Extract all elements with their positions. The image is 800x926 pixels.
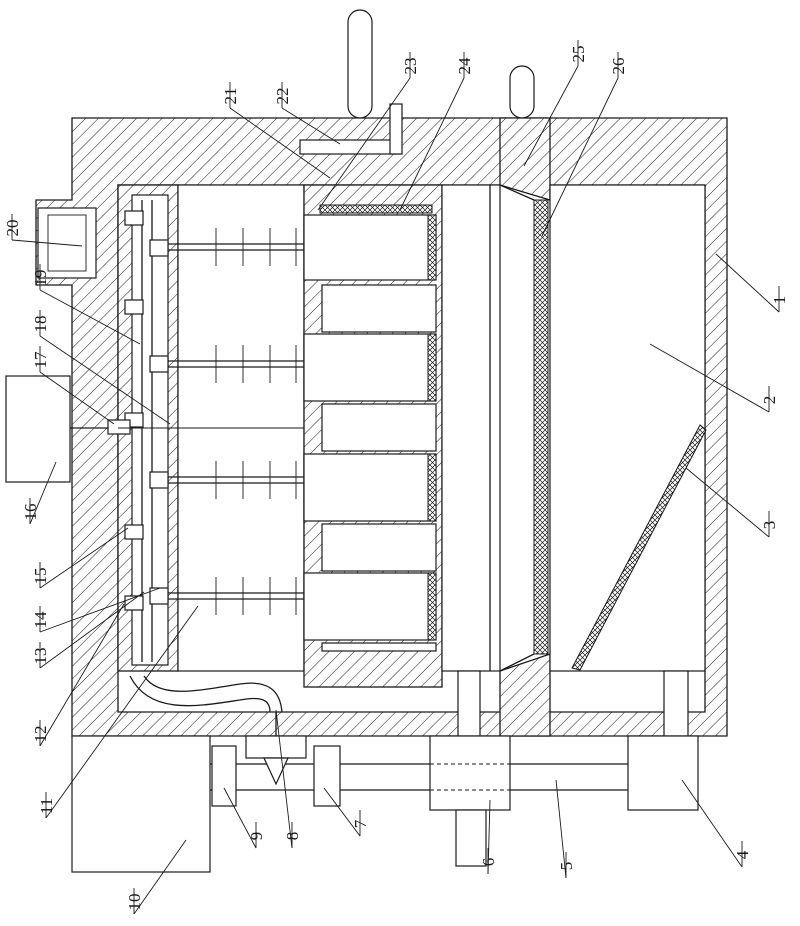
label-24: 24 (455, 57, 474, 75)
label-19: 19 (31, 270, 50, 287)
label-14: 14 (31, 611, 50, 629)
label-8: 8 (283, 832, 302, 841)
label-12: 12 (31, 726, 50, 743)
label-15: 15 (31, 568, 50, 585)
callout-5: 5 (556, 780, 576, 878)
label-21: 21 (221, 88, 240, 105)
label-22: 22 (273, 88, 292, 105)
label-6: 6 (479, 858, 498, 867)
label-20: 20 (3, 220, 22, 237)
label-4: 4 (733, 850, 752, 859)
label-2: 2 (760, 396, 779, 405)
label-5: 5 (557, 862, 576, 871)
label-13: 13 (31, 648, 50, 665)
label-23: 23 (401, 58, 420, 75)
collection-chamber (550, 185, 706, 671)
bottom-mechanism (72, 671, 698, 872)
label-26: 26 (609, 58, 628, 75)
label-1: 1 (770, 296, 789, 305)
label-9: 9 (247, 832, 266, 841)
return-hose (130, 676, 282, 712)
label-18: 18 (31, 316, 50, 333)
label-3: 3 (760, 521, 779, 530)
label-10: 10 (125, 894, 144, 911)
label-17: 17 (31, 351, 50, 369)
label-25: 25 (569, 46, 588, 63)
label-7: 7 (351, 819, 370, 828)
filter-frame (304, 185, 442, 687)
label-16: 16 (21, 504, 40, 521)
label-11: 11 (37, 798, 56, 814)
